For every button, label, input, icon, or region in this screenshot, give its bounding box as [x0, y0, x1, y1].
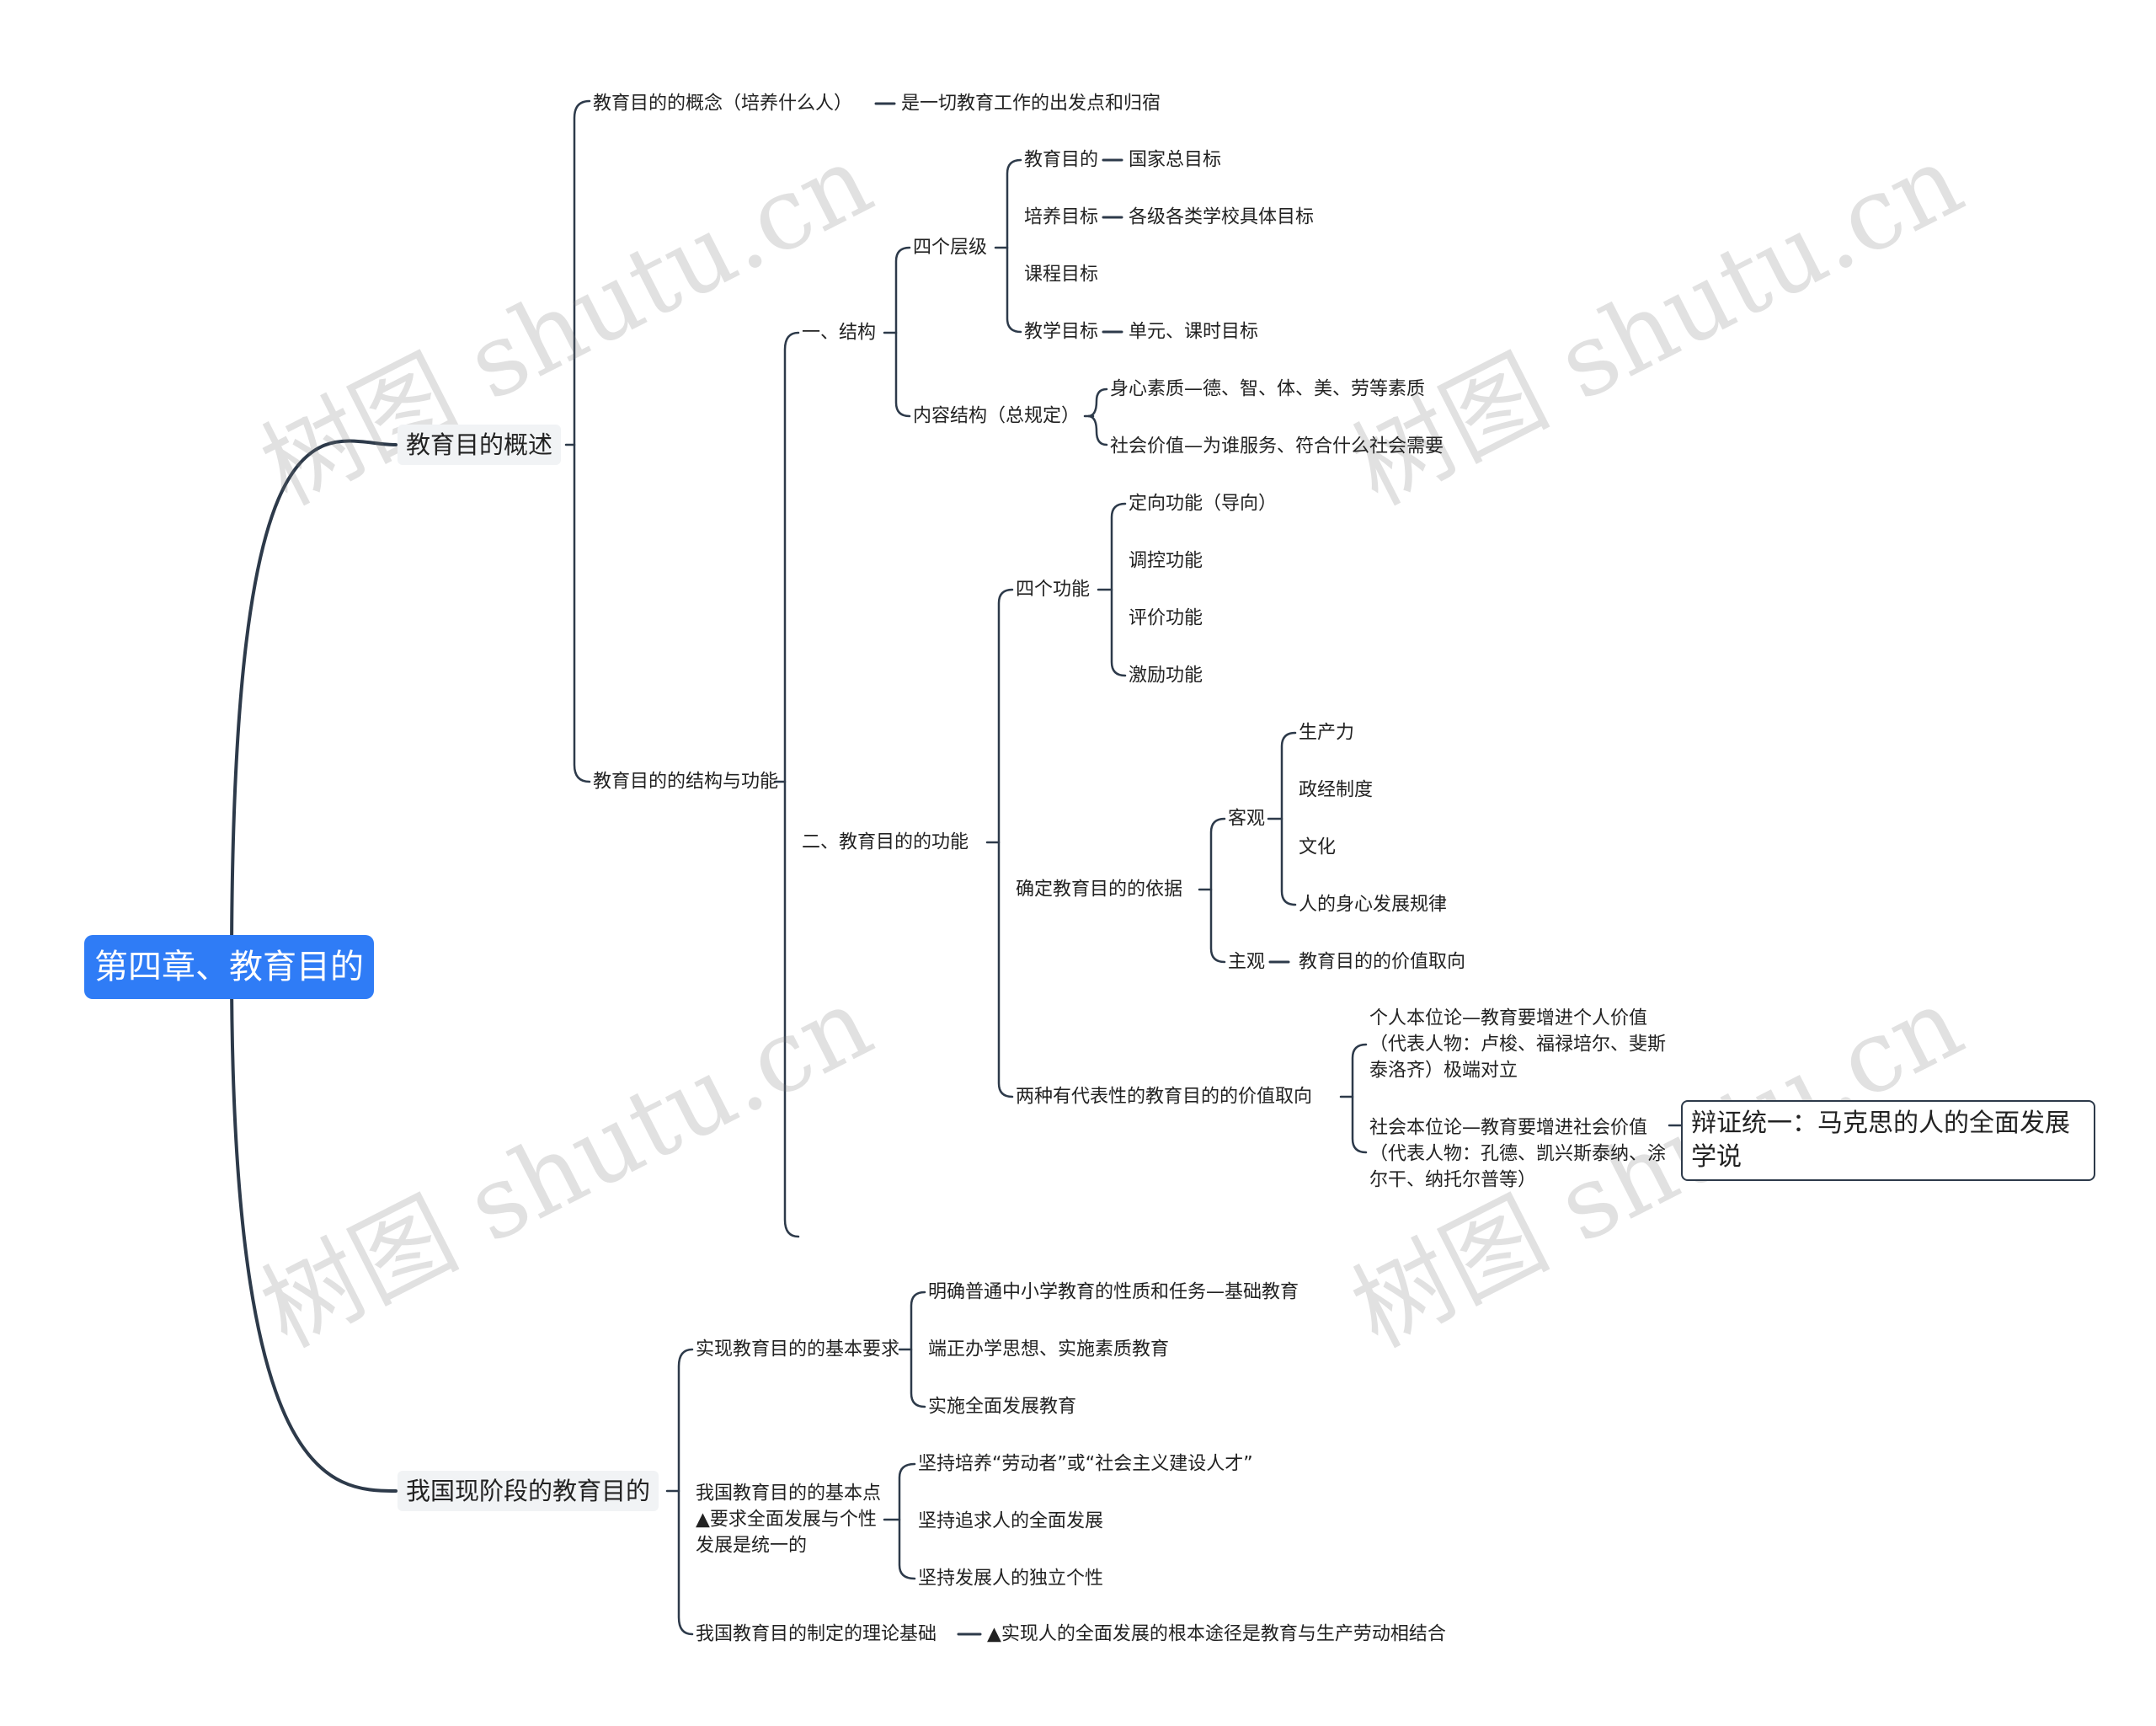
node-function-item[interactable]: 调控功能	[1129, 550, 1203, 572]
node-social-theory[interactable]: 社会本位论—教育要增进社会价值（代表人物：孔德、凯兴斯泰纳、涂尔干、纳托尔普等）	[1369, 1117, 1667, 1191]
node-functions[interactable]: 二、教育目的的功能	[802, 831, 969, 853]
node-theory-value[interactable]: ▲实现人的全面发展的根本途径是教育与生产劳动相结合	[987, 1623, 1446, 1645]
node-requirements[interactable]: 实现教育目的的基本要求	[696, 1339, 900, 1360]
node-subjective[interactable]: 主观	[1228, 951, 1266, 973]
node-requirement-item[interactable]: 实施全面发展教育	[928, 1396, 1077, 1418]
callout-dialectical-unity[interactable]: 辩证统一：马克思的人的全面发展学说	[1681, 1100, 2095, 1181]
node-content-structure[interactable]: 内容结构（总规定）	[913, 405, 1081, 427]
topic-current-aim[interactable]: 我国现阶段的教育目的	[398, 1471, 659, 1511]
node-structure-function[interactable]: 教育目的的结构与功能	[593, 771, 779, 793]
node-basis[interactable]: 确定教育目的的依据	[1016, 879, 1183, 900]
node-subjective-value[interactable]: 教育目的的价值取向	[1299, 951, 1466, 973]
node-value-orientation[interactable]: 两种有代表性的教育目的的价值取向	[1016, 1086, 1313, 1108]
node-basic-points[interactable]: 我国教育目的的基本点▲要求全面发展与个性发展是统一的	[696, 1483, 882, 1557]
node-level[interactable]: 课程目标	[1024, 264, 1099, 286]
node-four-functions[interactable]: 四个功能	[1016, 579, 1091, 601]
node-structure[interactable]: 一、结构	[802, 322, 877, 344]
node-objective[interactable]: 客观	[1228, 808, 1266, 830]
node-function-item[interactable]: 评价功能	[1129, 607, 1203, 629]
node-level[interactable]: 教育目的	[1024, 149, 1099, 171]
node-concept[interactable]: 教育目的的概念（培养什么人）	[593, 93, 853, 115]
node-level-value[interactable]: 单元、课时目标	[1129, 321, 1259, 343]
node-objective-item[interactable]: 文化	[1299, 836, 1337, 858]
node-function-item[interactable]: 定向功能（导向）	[1129, 493, 1278, 515]
root-topic[interactable]: 第四章、教育目的	[84, 935, 374, 999]
node-content-item[interactable]: 身心素质—德、智、体、美、劳等素质	[1110, 378, 1426, 400]
node-concept-value[interactable]: 是一切教育工作的出发点和归宿	[901, 93, 1161, 115]
node-basic-point-item[interactable]: 坚持培养“劳动者”或“社会主义建设人才”	[918, 1453, 1253, 1475]
node-objective-item[interactable]: 生产力	[1299, 722, 1355, 744]
node-four-levels[interactable]: 四个层级	[913, 237, 988, 259]
node-objective-item[interactable]: 人的身心发展规律	[1299, 894, 1448, 916]
node-level[interactable]: 教学目标	[1024, 321, 1099, 343]
node-level[interactable]: 培养目标	[1024, 206, 1099, 228]
topic-overview[interactable]: 教育目的概述	[398, 425, 562, 465]
node-objective-item[interactable]: 政经制度	[1299, 779, 1374, 801]
node-basic-point-item[interactable]: 坚持追求人的全面发展	[918, 1510, 1104, 1532]
node-content-item[interactable]: 社会价值—为谁服务、符合什么社会需要	[1110, 436, 1444, 457]
node-requirement-item[interactable]: 明确普通中小学教育的性质和任务—基础教育	[928, 1281, 1299, 1303]
node-basic-point-item[interactable]: 坚持发展人的独立个性	[918, 1568, 1104, 1590]
node-requirement-item[interactable]: 端正办学思想、实施素质教育	[928, 1339, 1170, 1360]
node-level-value[interactable]: 国家总目标	[1129, 149, 1222, 171]
node-level-value[interactable]: 各级各类学校具体目标	[1129, 206, 1315, 228]
node-individual-theory[interactable]: 个人本位论—教育要增进个人价值（代表人物：卢梭、福禄培尔、斐斯泰洛齐）极端对立	[1369, 1007, 1667, 1082]
node-theory-basis[interactable]: 我国教育目的制定的理论基础	[696, 1623, 937, 1645]
node-function-item[interactable]: 激励功能	[1129, 665, 1203, 687]
